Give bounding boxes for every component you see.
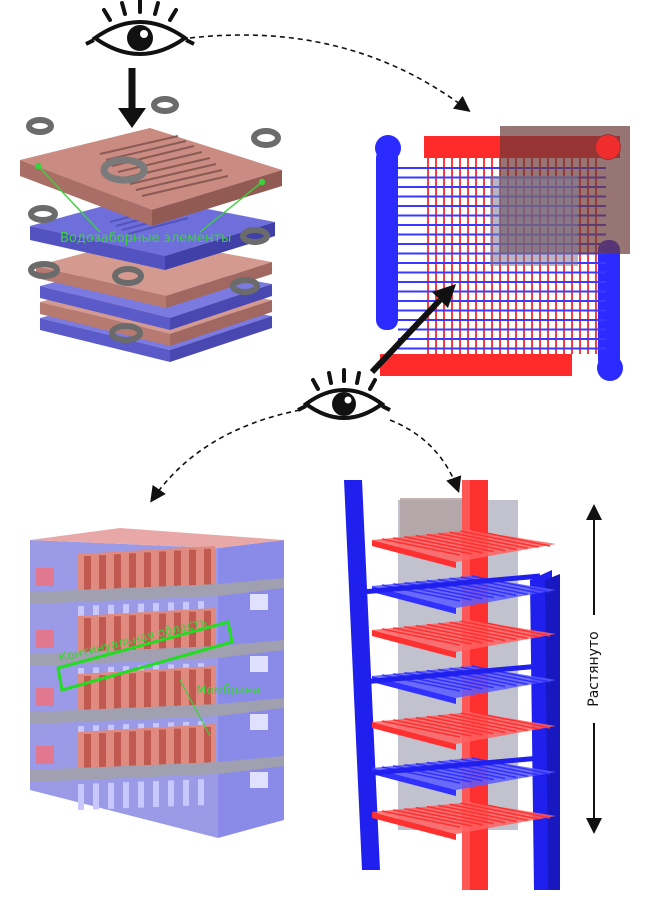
dashed-arrow-bottom-left — [150, 409, 301, 503]
membrane-label: Мембрана — [196, 683, 260, 697]
stretched-label: Растянуто — [586, 631, 602, 706]
intake-leader-lines — [34, 162, 266, 233]
assembled-block: Континуальная область Мембрана — [30, 528, 284, 838]
view-arrow-diagonal — [369, 297, 443, 375]
dashed-arrow-bottom-right — [389, 419, 462, 494]
exploded-stack: Водозаборные элементы — [20, 96, 282, 362]
eye-icon-middle — [297, 368, 391, 420]
dashed-arrow-top-right — [189, 34, 471, 112]
o-rings — [26, 96, 281, 343]
stretched-stack — [344, 480, 560, 890]
continuous-region-outline — [56, 620, 234, 692]
red-plate-top — [20, 128, 282, 226]
eye-icon-top — [85, 0, 195, 56]
stretched-dimension-arrow — [586, 504, 602, 834]
intake-elements-label: Водозаборные элементы — [60, 231, 231, 246]
top-view-grid — [375, 126, 630, 381]
